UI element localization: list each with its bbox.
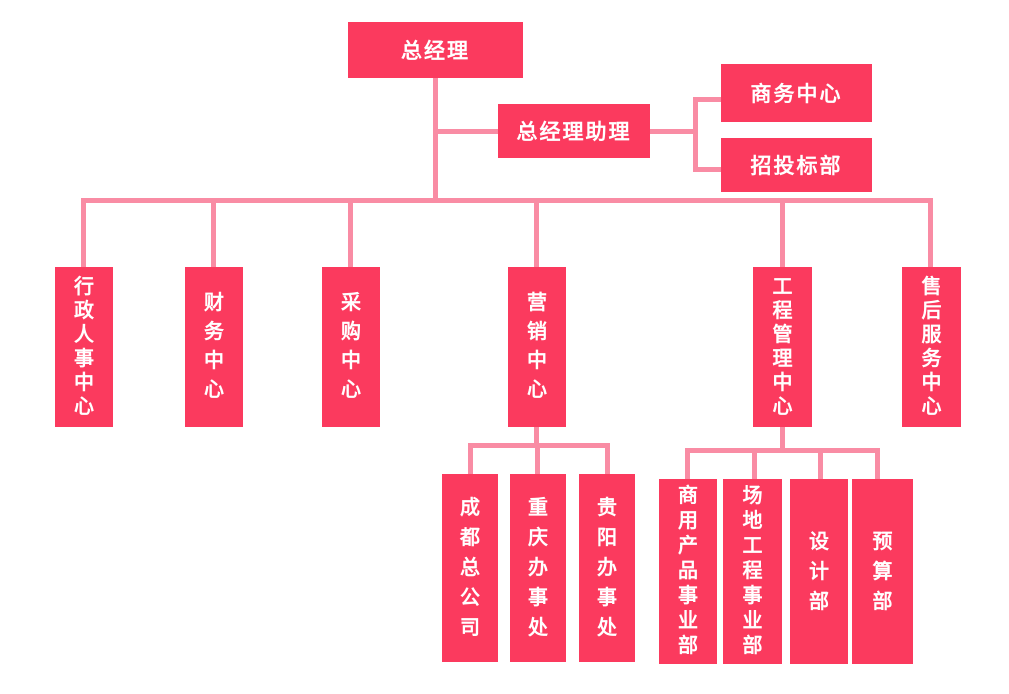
edge-assistant-bracket-vertical	[693, 97, 698, 172]
edge-drop-commercial-products	[685, 448, 690, 479]
edge-gm-vertical	[433, 78, 438, 203]
edge-engineering-down	[780, 425, 785, 453]
node-commercial-products-division: 商 用 产 品 事 业 部	[659, 479, 717, 664]
node-procurement-center: 采 购 中 心	[322, 267, 380, 427]
edge-drop-admin-hr	[81, 198, 86, 267]
edge-drop-guiyang	[605, 443, 610, 474]
edge-drop-site-engineering	[752, 448, 757, 479]
edge-drop-procurement	[348, 198, 353, 267]
node-chengdu-head-office: 成 都 总 公 司	[442, 474, 498, 662]
edge-drop-engineering	[780, 198, 785, 267]
edge-bracket-to-bidding-department	[693, 167, 721, 172]
node-site-engineering-division: 场 地 工 程 事 业 部	[723, 479, 782, 664]
node-bidding-department: 招投标部	[721, 138, 872, 192]
node-engineering-management-center: 工 程 管 理 中 心	[753, 267, 812, 427]
edge-drop-after-sales	[928, 198, 933, 267]
node-general-manager: 总经理	[348, 22, 523, 78]
edge-gm-to-assistant	[435, 129, 498, 134]
node-budget-department: 预 算 部	[852, 479, 913, 664]
edge-bracket-to-business-center	[693, 97, 721, 102]
edge-marketing-down	[534, 425, 539, 448]
node-guiyang-office: 贵 阳 办 事 处	[579, 474, 635, 662]
edge-drop-budget	[875, 448, 880, 479]
node-chongqing-office: 重 庆 办 事 处	[510, 474, 566, 662]
edge-drop-finance	[211, 198, 216, 267]
edge-engineering-children-bus	[685, 448, 880, 453]
node-marketing-center: 营 销 中 心	[508, 267, 566, 427]
node-finance-center: 财 务 中 心	[185, 267, 243, 427]
edge-drop-chengdu	[468, 443, 473, 474]
edge-level2-bus	[81, 198, 933, 203]
node-after-sales-service-center: 售 后 服 务 中 心	[902, 267, 961, 427]
node-gm-assistant: 总经理助理	[498, 104, 650, 158]
edge-drop-chongqing	[535, 443, 540, 474]
edge-assistant-to-bracket	[650, 129, 698, 134]
node-admin-hr-center: 行 政 人 事 中 心	[55, 267, 113, 427]
edge-drop-marketing	[534, 198, 539, 267]
edge-drop-design	[818, 448, 823, 479]
node-business-center: 商务中心	[721, 64, 872, 122]
node-design-department: 设 计 部	[790, 479, 848, 664]
